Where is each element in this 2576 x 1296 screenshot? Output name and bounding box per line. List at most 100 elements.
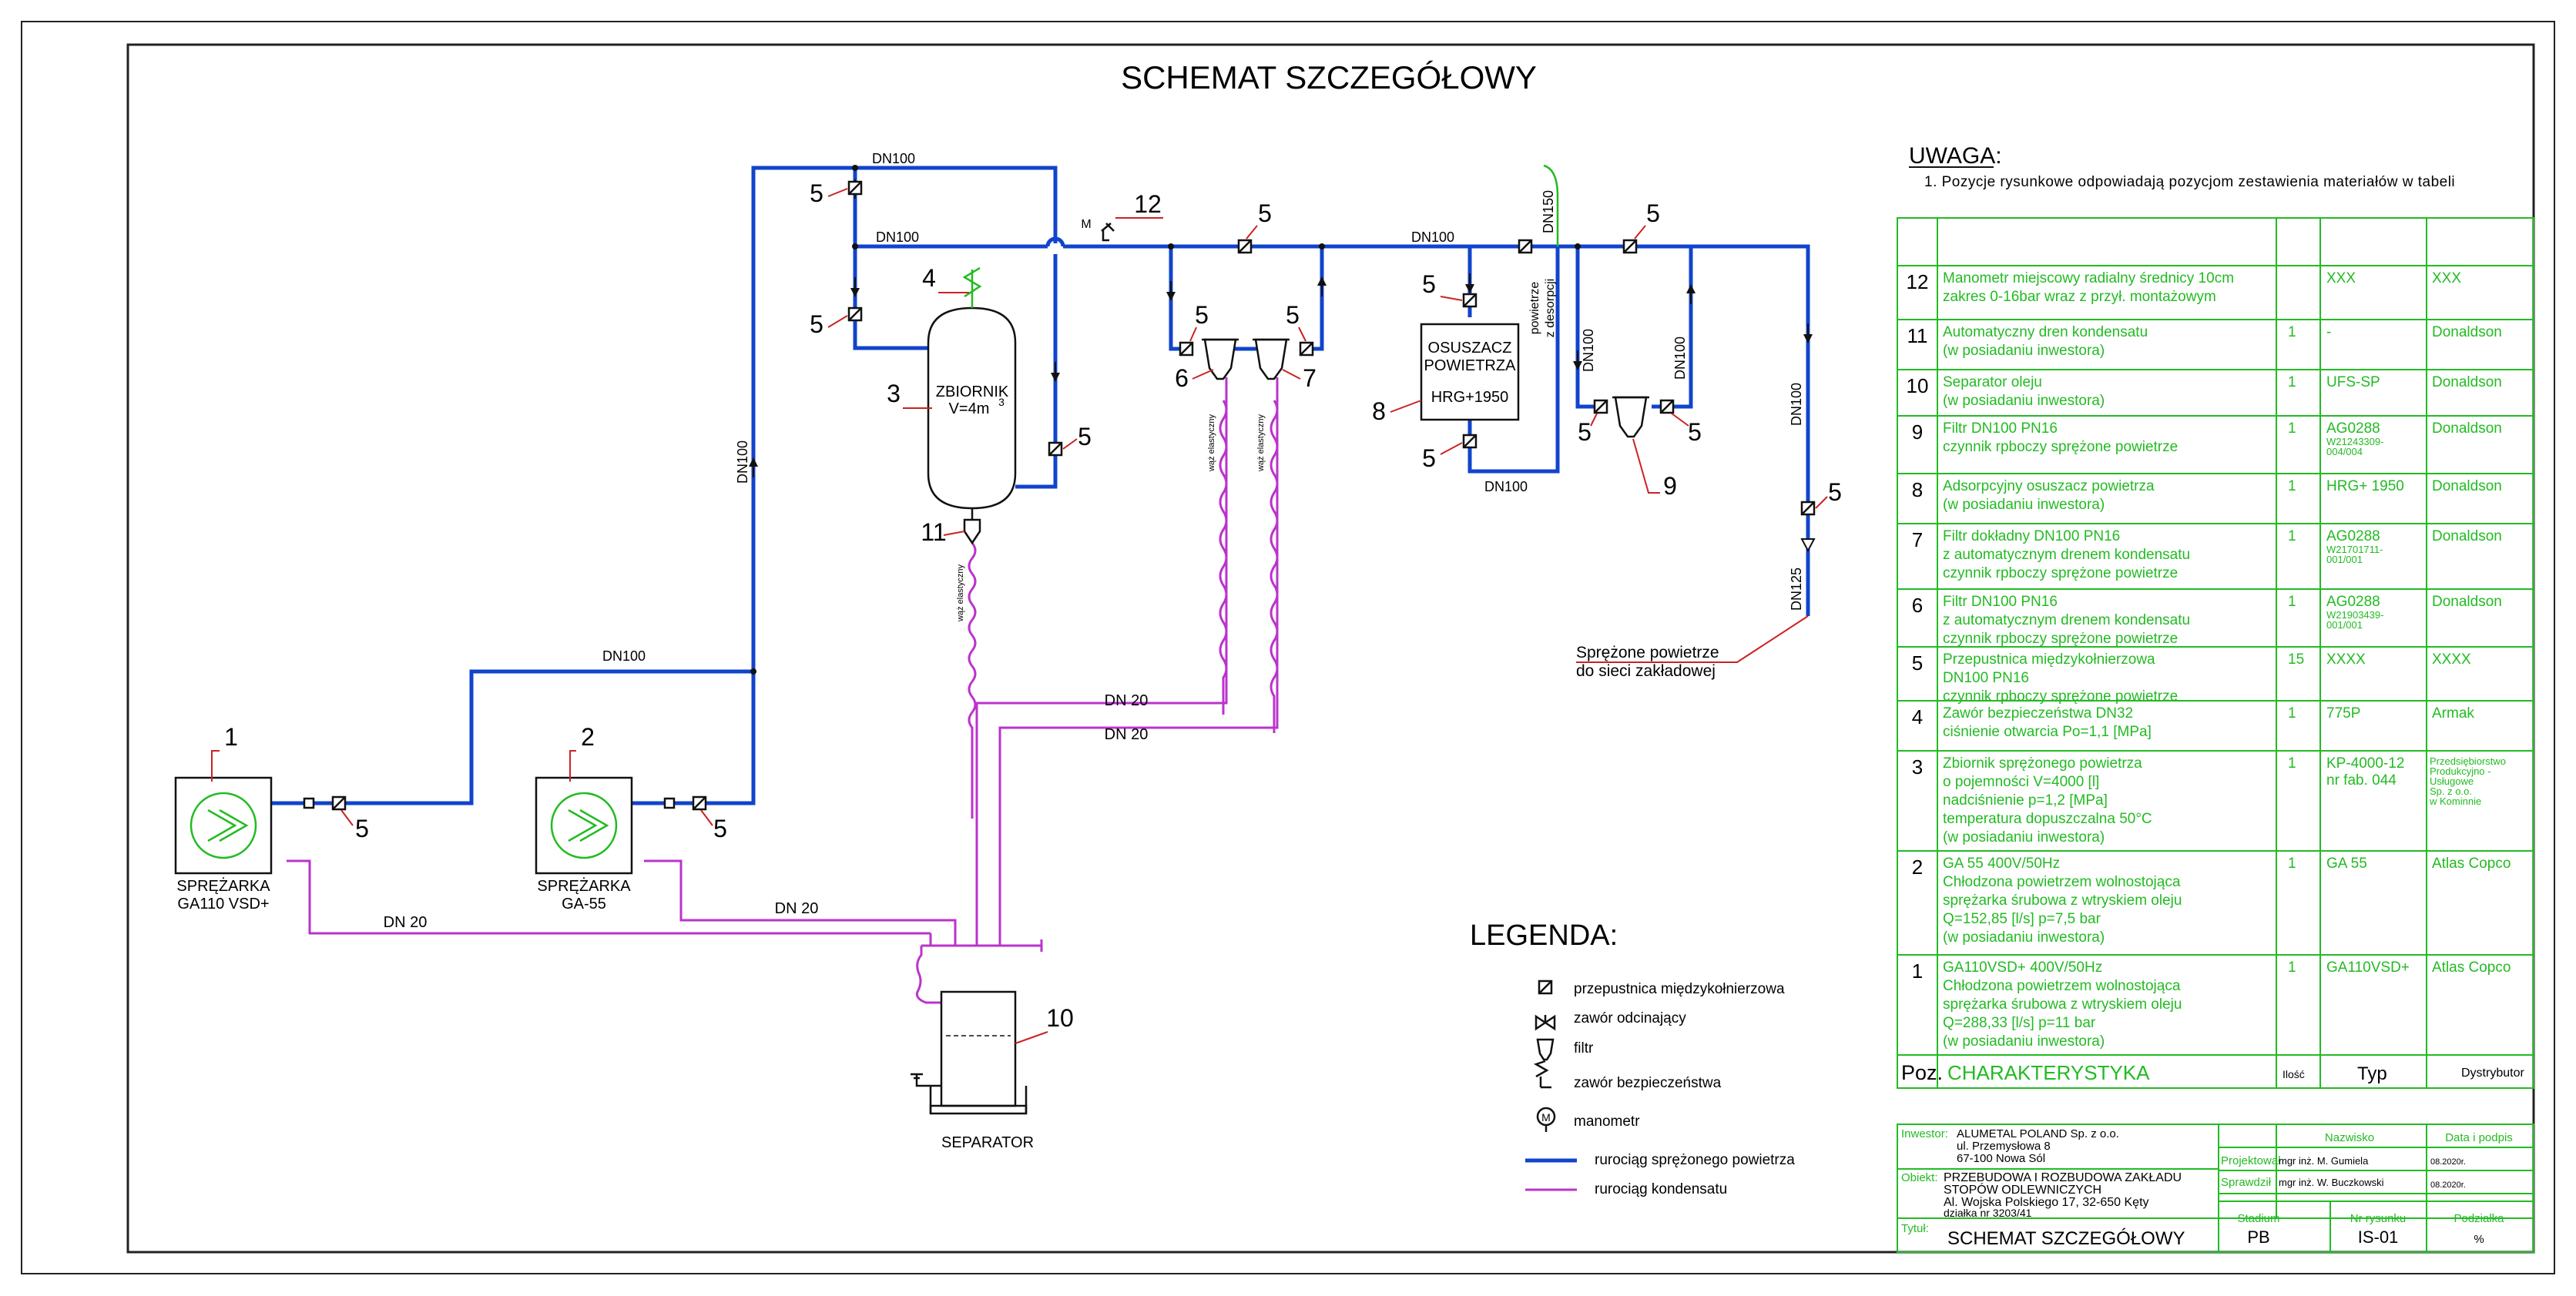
part-pos: 6 <box>1912 594 1923 617</box>
desorption-2: z desorpcji <box>1544 279 1557 337</box>
dn20-upper: DN 20 <box>1105 692 1149 709</box>
separator-pos: 10 <box>1046 1004 1074 1032</box>
part-pos: 12 <box>1907 270 1929 293</box>
part-description-line: Filtr DN100 PN16 <box>1943 594 2058 610</box>
designed-date: 08.2020r. <box>2430 1157 2466 1167</box>
legend: LEGENDA: przepustnica międzykołnierzowa … <box>1470 919 1795 1197</box>
designed-name: mgr inż. M. Gumiela <box>2279 1155 2369 1167</box>
dryer: OSUSZACZ POWIETRZA HRG+1950 8 <box>1372 323 1520 425</box>
part-description-line: Q=152,85 [l/s] p=7,5 bar <box>1943 911 2101 927</box>
part-type-serial: W21243309- <box>2326 436 2383 447</box>
part-qty: 1 <box>2288 594 2296 610</box>
part-description-line: z automatycznym drenem kondensatu <box>1943 612 2190 628</box>
network-label-1: Sprężone powietrze <box>1576 644 1719 661</box>
dryer-line1: OSUSZACZ <box>1428 340 1512 357</box>
part-qty: 1 <box>2288 324 2296 340</box>
legend-manometer-icon: M <box>1536 1107 1556 1132</box>
valve-label: 5 <box>1078 423 1092 450</box>
drain-pos: 11 <box>921 518 946 546</box>
part-description-line: czynnik rpboczy sprężone powietrze <box>1943 631 2178 647</box>
part-pos: 4 <box>1912 705 1923 728</box>
legend-safety-valve-icon <box>1533 1060 1551 1089</box>
dn20-middle: DN 20 <box>775 900 819 917</box>
investor-line-1: ALUMETAL POLAND Sp. z o.o. <box>1957 1127 2119 1140</box>
stage-label: Stadium <box>2237 1212 2279 1225</box>
checked-date: 08.2020r. <box>2430 1180 2466 1190</box>
tank-label: ZBIORNIK <box>936 383 1009 400</box>
part-description-line: ciśnienie otwarcia Po=1,1 [MPa] <box>1943 724 2152 740</box>
part-description-line: (w posiadaniu inwestora) <box>1943 929 2105 946</box>
manometer-12: M 12 <box>1081 190 1163 242</box>
filter-6-pos: 6 <box>1175 364 1189 392</box>
part-type: 775P <box>2326 705 2360 722</box>
part-description-line: (w posiadaniu inwestora) <box>1943 1033 2105 1050</box>
part-description-line: Zawór bezpieczeństwa DN32 <box>1943 705 2133 722</box>
valve-label: 5 <box>1422 444 1436 472</box>
object-line-4: działka nr 3203/41 <box>1944 1207 2032 1219</box>
date-header: Data i podpis <box>2445 1131 2513 1144</box>
checked-name: mgr inż. W. Buczkowski <box>2279 1177 2384 1188</box>
part-description-line: Q=288,33 [l/s] p=11 bar <box>1943 1015 2096 1031</box>
part-description-line: DN100 PN16 <box>1943 670 2029 686</box>
dn100-v1: DN100 <box>1581 329 1596 372</box>
filters: 6 7 9 <box>1175 338 1677 500</box>
part-description-line: GA110VSD+ 400V/50Hz <box>1943 959 2102 976</box>
dn100-v3: DN100 <box>1789 383 1804 426</box>
part-distributor: Armak <box>2432 705 2474 722</box>
dn100-lower: DN100 <box>602 648 646 664</box>
junctions <box>750 165 1581 675</box>
header-dist: Dystrybutor <box>2461 1067 2524 1080</box>
tank-volume: V=4m <box>949 400 990 417</box>
part-distributor: Atlas Copco <box>2432 959 2511 976</box>
part-distributor: Donaldson <box>2432 528 2502 544</box>
compressed-air-piping <box>271 166 1810 805</box>
svg-text:M: M <box>1541 1111 1551 1124</box>
part-pos: 5 <box>1912 651 1923 675</box>
notes-item-1: 1. Pozycje rysunkowe odpowiadają pozycjo… <box>1924 174 2455 190</box>
valve-label: 5 <box>355 815 369 842</box>
designed-label: Projektował <box>2221 1154 2281 1167</box>
part-description-line: Automatyczny dren kondensatu <box>1943 324 2148 340</box>
part-distributor: XXX <box>2432 270 2461 286</box>
part-qty: 1 <box>2288 420 2296 437</box>
part-pos: 11 <box>1907 324 1928 347</box>
object-line-3: Al. Wojska Polskiego 17, 32-650 Kęty <box>1944 1196 2149 1209</box>
tank-volume-sup: 3 <box>998 396 1005 408</box>
compressor-2-name: SPRĘŻARKA <box>537 877 631 895</box>
legend-filter-icon <box>1536 1038 1555 1061</box>
filter-9-pos: 9 <box>1663 472 1677 500</box>
part-type: XXX <box>2326 270 2356 286</box>
drawing-no-value: IS-01 <box>2358 1227 2399 1247</box>
part-qty: 1 <box>2288 959 2296 976</box>
stage-value: PB <box>2247 1227 2269 1247</box>
dn125-label: DN125 <box>1789 568 1804 611</box>
valve-label: 5 <box>1258 199 1272 227</box>
part-qty: 1 <box>2288 478 2296 494</box>
part-pos: 10 <box>1907 374 1929 397</box>
separator-label: SEPARATOR <box>941 1134 1034 1151</box>
legend-item-3: filtr <box>1574 1040 1594 1057</box>
part-description-line: Adsorpcyjny osuszacz powietrza <box>1943 478 2155 494</box>
part-distributor-line: Usługowe <box>2430 775 2474 787</box>
part-type-serial: 001/001 <box>2326 554 2363 565</box>
safety-valve-pos: 4 <box>922 264 936 292</box>
valve-label: 5 <box>1286 301 1300 329</box>
part-description-line: o pojemności V=4000 [l] <box>1943 774 2099 790</box>
part-type: UFS-SP <box>2326 374 2380 390</box>
investor-line-3: 67-100 Nowa Sól <box>1957 1152 2045 1165</box>
hose-label-2: wąż elastyczny <box>1207 414 1216 472</box>
part-pos: 1 <box>1912 959 1923 983</box>
part-description-line: czynnik rpboczy sprężone powietrze <box>1943 565 2178 581</box>
part-description-line: (w posiadaniu inwestora) <box>1943 343 2105 359</box>
valve-label: 5 <box>713 815 727 842</box>
part-distributor: Donaldson <box>2432 420 2502 437</box>
part-pos: 7 <box>1912 528 1923 551</box>
part-qty: 15 <box>2288 651 2304 668</box>
part-qty: 1 <box>2288 374 2296 390</box>
part-distributor: Donaldson <box>2432 374 2502 390</box>
legend-item-1: przepustnica międzykołnierzowa <box>1574 981 1785 997</box>
network-label-2: do sieci zakładowej <box>1576 662 1716 680</box>
part-description-line: zakres 0-16bar wraz z przył. montażowym <box>1943 289 2216 305</box>
butterfly-valves <box>331 180 1816 811</box>
title-value: SCHEMAT SZCZEGÓŁOWY <box>1947 1228 2185 1249</box>
